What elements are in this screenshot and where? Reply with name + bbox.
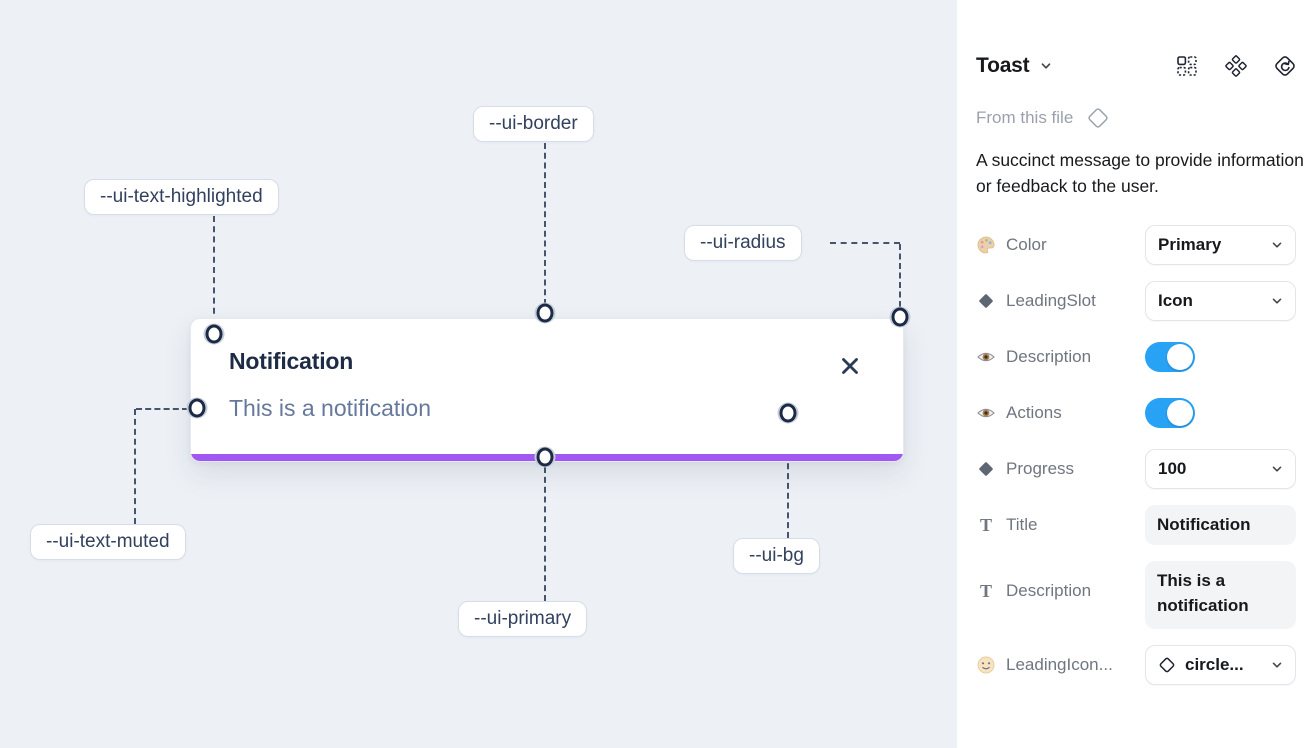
property-row-actions-toggle: Actions xyxy=(976,393,1296,433)
component-description: A succinct message to provide informatio… xyxy=(976,150,1304,196)
toast-component[interactable]: Notification This is a notification xyxy=(190,318,904,462)
chevron-down-icon xyxy=(1265,295,1283,307)
title-input[interactable]: Notification xyxy=(1145,504,1296,546)
actions-toggle[interactable] xyxy=(1145,397,1195,428)
connector-point-border[interactable] xyxy=(534,302,556,324)
property-row-progress: Progress 100 xyxy=(976,448,1296,489)
diamond-outline-icon xyxy=(1085,105,1111,131)
annotation-ui-text-highlighted: --ui-text-highlighted xyxy=(84,179,279,215)
connector-point-radius[interactable] xyxy=(889,306,911,328)
connector-line-text-muted-v xyxy=(134,409,136,524)
property-name: Title xyxy=(1006,515,1038,535)
annotation-ui-border: --ui-border xyxy=(473,106,594,142)
eye-icon xyxy=(976,347,996,367)
component-title: Toast xyxy=(976,54,1030,77)
progress-dropdown[interactable]: 100 xyxy=(1145,448,1296,489)
property-row-leadingslot: LeadingSlot Icon xyxy=(976,280,1296,321)
eye-icon xyxy=(976,403,996,423)
property-row-color: Color Primary xyxy=(976,224,1296,265)
chevron-down-icon[interactable] xyxy=(1039,59,1053,73)
description-toggle[interactable] xyxy=(1145,341,1195,372)
chevron-down-icon xyxy=(1265,463,1283,475)
annotation-ui-text-muted: --ui-text-muted xyxy=(30,524,186,560)
property-name: Actions xyxy=(1006,402,1062,422)
property-row-description-text: T Description This is a notification xyxy=(976,561,1296,630)
diamond-outline-icon xyxy=(1158,656,1176,674)
property-row-description-toggle: Description xyxy=(976,337,1296,377)
reset-component-icon[interactable] xyxy=(1274,55,1296,77)
connector-line-text-muted-h xyxy=(136,408,188,410)
chevron-down-icon xyxy=(1265,239,1283,251)
diamond-icon xyxy=(976,291,996,311)
annotation-ui-radius: --ui-radius xyxy=(684,225,802,261)
component-icon[interactable] xyxy=(1225,55,1247,77)
toast-title: Notification xyxy=(229,348,354,374)
toggle-knob xyxy=(1167,343,1193,370)
connector-line-text-highlighted xyxy=(213,216,215,324)
property-list: Color Primary LeadingSlot xyxy=(976,224,1296,702)
connector-line-bg xyxy=(787,424,789,538)
connector-point-text-muted[interactable] xyxy=(186,397,208,419)
property-row-leadingicon: LeadingIcon... circle... xyxy=(976,645,1296,686)
property-name: LeadingSlot xyxy=(1006,290,1096,310)
text-icon: T xyxy=(979,514,992,535)
toast-description: This is a notification xyxy=(229,395,431,421)
connector-point-text-highlighted[interactable] xyxy=(203,323,225,345)
panel-header: Toast xyxy=(976,54,1296,78)
annotation-ui-primary: --ui-primary xyxy=(458,601,588,637)
header-icon-group xyxy=(1176,55,1296,77)
leadingslot-dropdown[interactable]: Icon xyxy=(1145,280,1296,321)
connector-line-radius-h xyxy=(830,242,900,244)
property-name: Description xyxy=(1006,581,1092,601)
property-row-title: T Title Notification xyxy=(976,504,1296,546)
chevron-down-icon xyxy=(1265,659,1283,671)
connector-line-primary xyxy=(544,467,546,601)
connector-line-radius-v xyxy=(899,244,901,307)
description-input[interactable]: This is a notification xyxy=(1145,561,1296,630)
text-icon: T xyxy=(979,580,992,601)
toggle-knob xyxy=(1167,399,1193,426)
palette-icon xyxy=(976,235,996,255)
smiley-icon xyxy=(976,655,996,675)
color-dropdown[interactable]: Primary xyxy=(1145,224,1296,265)
close-icon[interactable] xyxy=(839,355,861,377)
annotation-ui-bg: --ui-bg xyxy=(733,538,820,574)
connector-line-border xyxy=(544,143,546,305)
properties-panel: Toast xyxy=(957,0,1312,748)
dropdown-value: circle... xyxy=(1185,655,1244,675)
source-label: From this file xyxy=(976,108,1074,127)
property-name: Progress xyxy=(1006,458,1075,478)
leadingicon-dropdown[interactable]: circle... xyxy=(1145,645,1296,686)
dropdown-value: Primary xyxy=(1158,234,1222,254)
dropdown-value: 100 xyxy=(1158,458,1187,478)
property-name: Color xyxy=(1006,234,1047,254)
connector-point-primary[interactable] xyxy=(534,446,556,468)
swap-instance-icon[interactable] xyxy=(1176,55,1198,77)
dropdown-value: Icon xyxy=(1158,290,1193,310)
property-name: LeadingIcon... xyxy=(1006,655,1113,675)
canvas: --ui-border --ui-text-highlighted --ui-r… xyxy=(0,0,957,748)
property-name: Description xyxy=(1006,346,1092,366)
diamond-icon xyxy=(976,459,996,479)
source-row: From this file xyxy=(976,105,1296,131)
connector-point-bg[interactable] xyxy=(777,402,799,424)
